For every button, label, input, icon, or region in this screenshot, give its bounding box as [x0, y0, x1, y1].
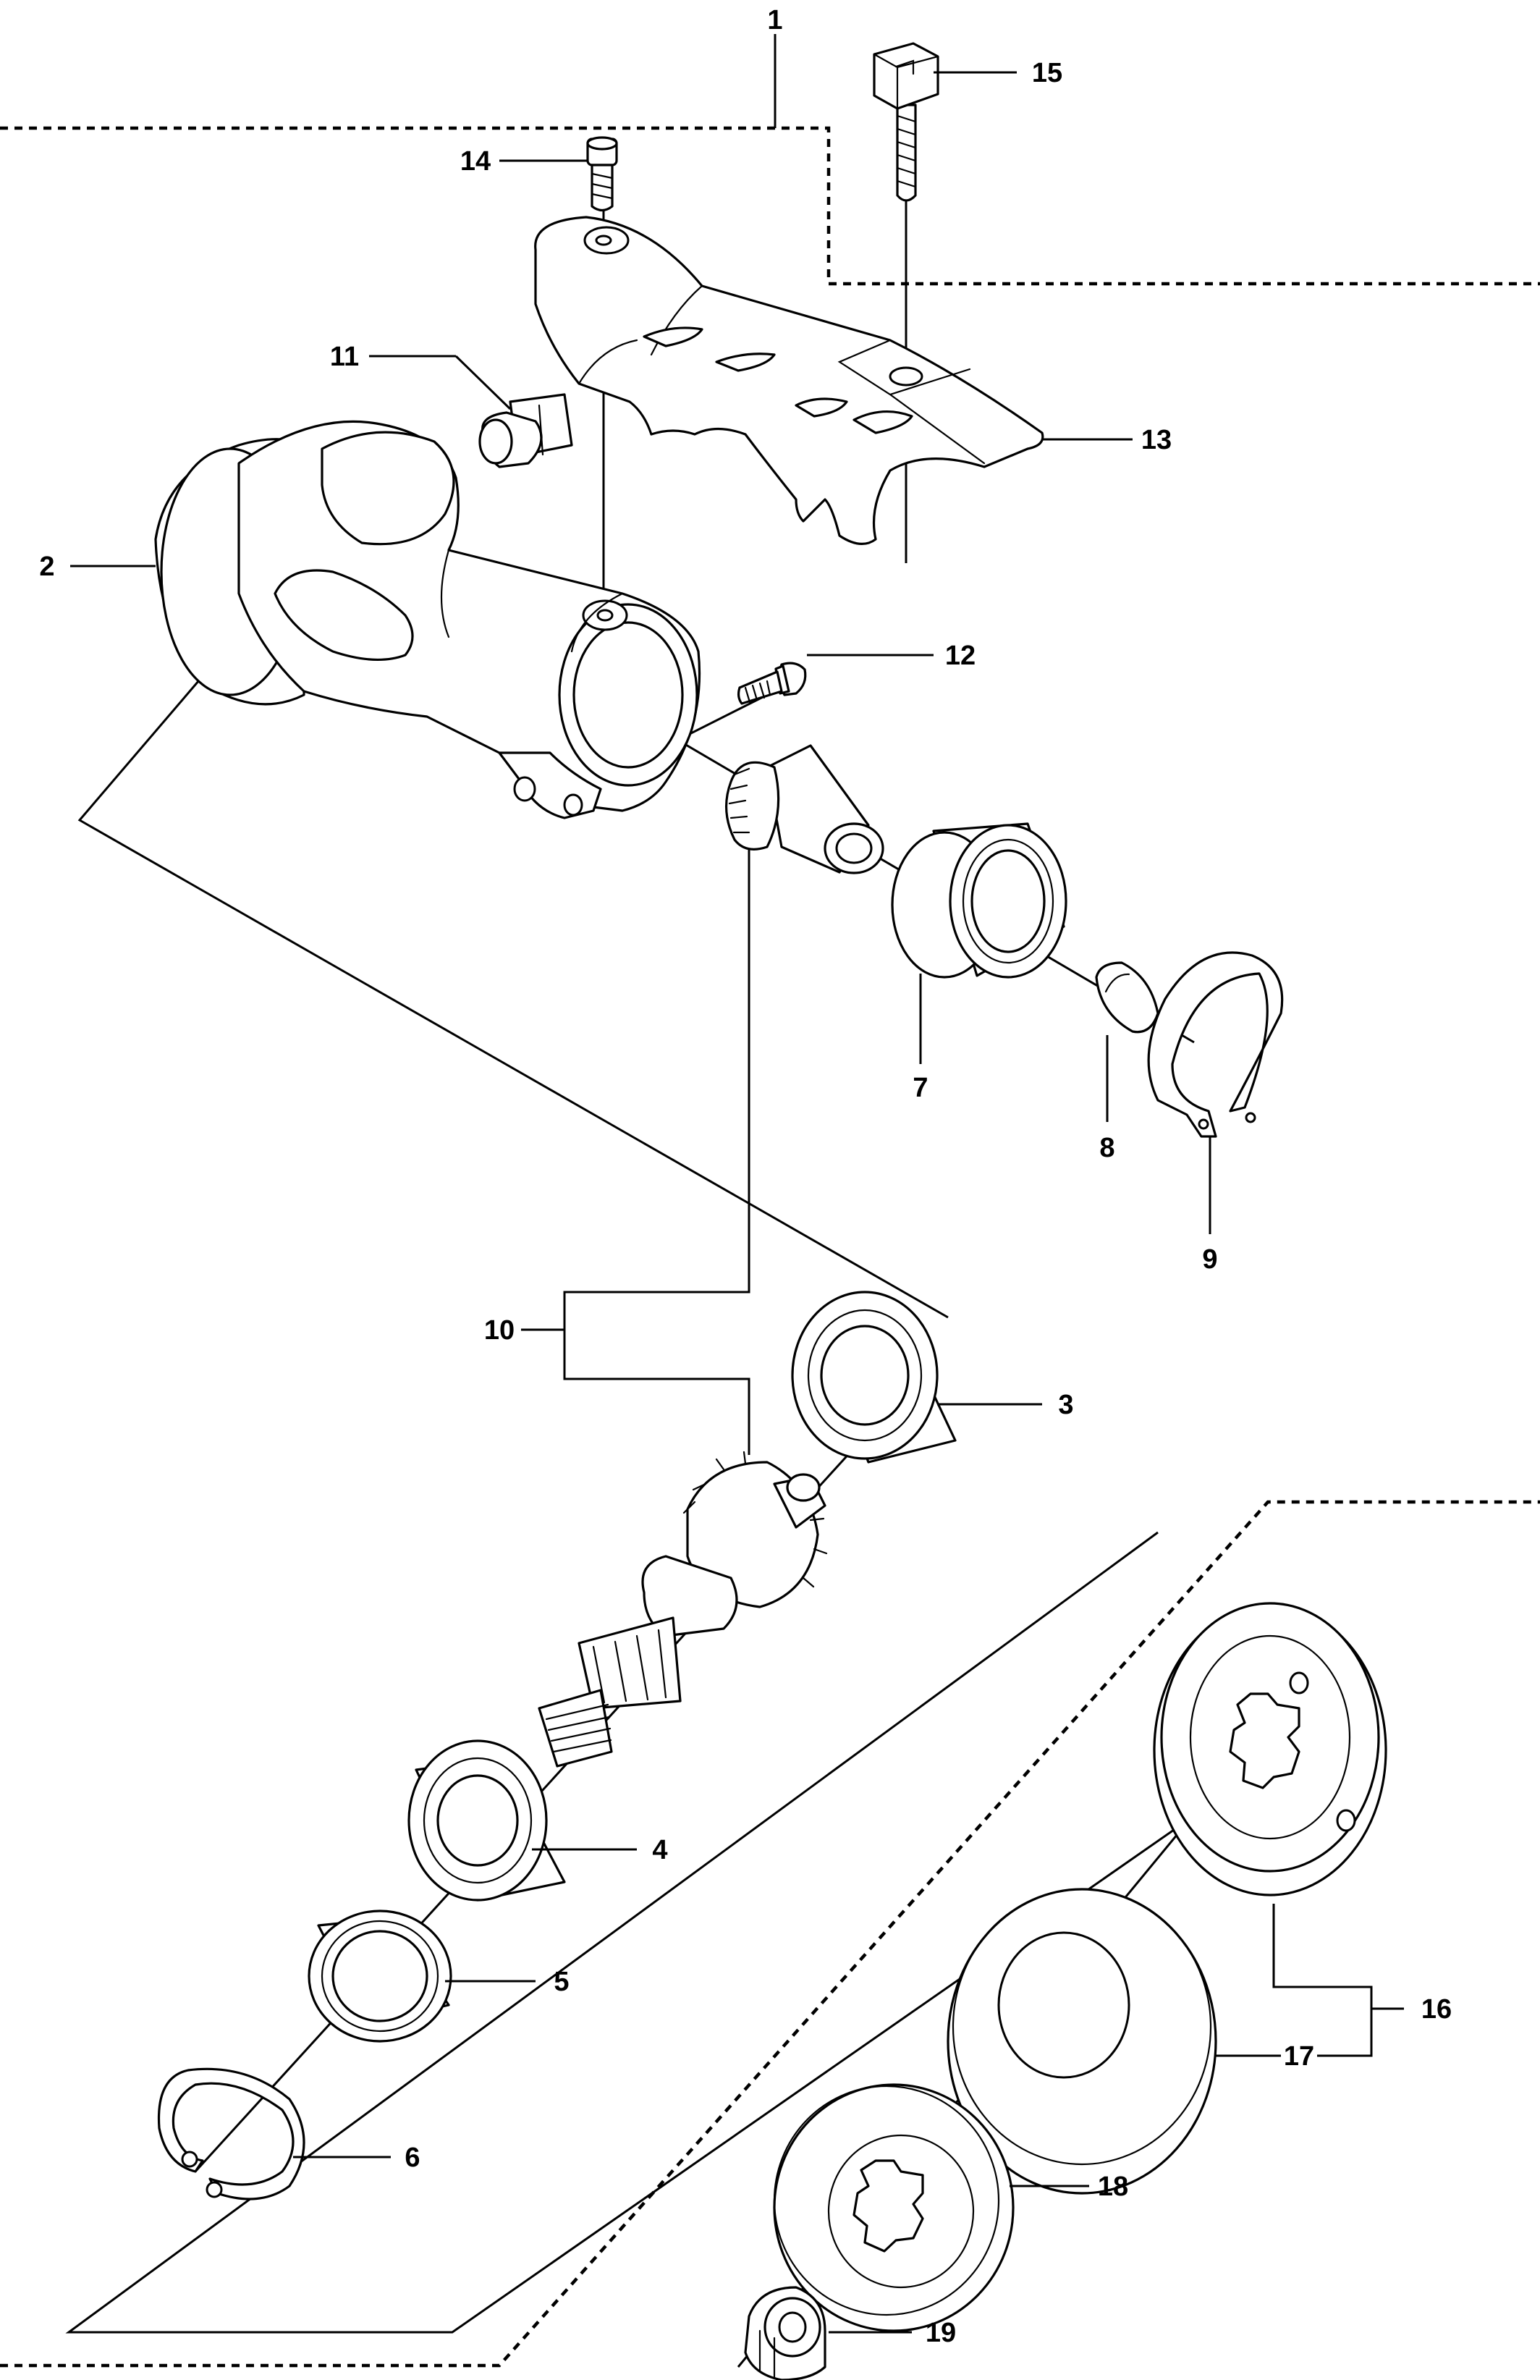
group-boundary-16	[0, 1500, 1540, 2368]
callout-11: 11	[330, 342, 359, 372]
bearing-7-part	[891, 822, 1067, 979]
plug-11-part	[478, 393, 573, 468]
seal-5-part	[308, 1910, 452, 2043]
circlip-8-part	[1095, 961, 1159, 1034]
bracket-group-16-outline	[65, 1531, 1372, 2334]
callout-9: 9	[1202, 1244, 1217, 1275]
callout-7: 7	[913, 1073, 928, 1103]
callout-5: 5	[554, 1967, 569, 1997]
flange-16-part	[1153, 1602, 1387, 1896]
bearing-4-part	[407, 1739, 566, 1902]
callout-4: 4	[652, 1835, 667, 1865]
circlip-6-part	[157, 2067, 305, 2200]
nut-19-part	[744, 2286, 826, 2380]
callout-6: 6	[405, 2143, 420, 2173]
callout-2: 2	[39, 552, 54, 582]
axis-lower-shaft	[194, 1359, 935, 2173]
bracket-group-2	[77, 680, 949, 1319]
callout-1: 1	[767, 5, 782, 35]
screw-15-part	[873, 42, 939, 202]
callout-13: 13	[1141, 425, 1172, 455]
callout-15: 15	[1032, 58, 1062, 88]
leader-11b	[454, 355, 512, 410]
callout-19: 19	[926, 2318, 956, 2348]
bearing-3-part	[791, 1291, 957, 1464]
leader-16	[1272, 1904, 1404, 2057]
callout-16: 16	[1421, 1994, 1452, 2025]
callout-12: 12	[945, 641, 976, 671]
circlip-9-part	[1147, 951, 1284, 1138]
washer-17-part	[947, 1888, 1217, 2195]
callout-3: 3	[1058, 1390, 1073, 1420]
callout-18: 18	[1098, 2172, 1128, 2202]
callout-8: 8	[1099, 1133, 1114, 1163]
guard-bracket-13-part	[534, 216, 1044, 545]
bracket-group-10	[563, 841, 750, 1455]
callout-14: 14	[460, 146, 491, 177]
axis-pinion	[600, 693, 1195, 1044]
bolt-12-part	[737, 662, 807, 705]
support-cup-18-part	[773, 2083, 1015, 2332]
callout-10: 10	[484, 1315, 515, 1346]
callout-17: 17	[1284, 2041, 1314, 2072]
bevel-gear-shaft-10-part	[538, 1451, 828, 1768]
screw-14-part	[586, 136, 618, 212]
pinion-gear-10-part	[725, 744, 884, 874]
gear-housing-2-part	[154, 420, 701, 819]
group-boundary-1	[0, 126, 1540, 286]
